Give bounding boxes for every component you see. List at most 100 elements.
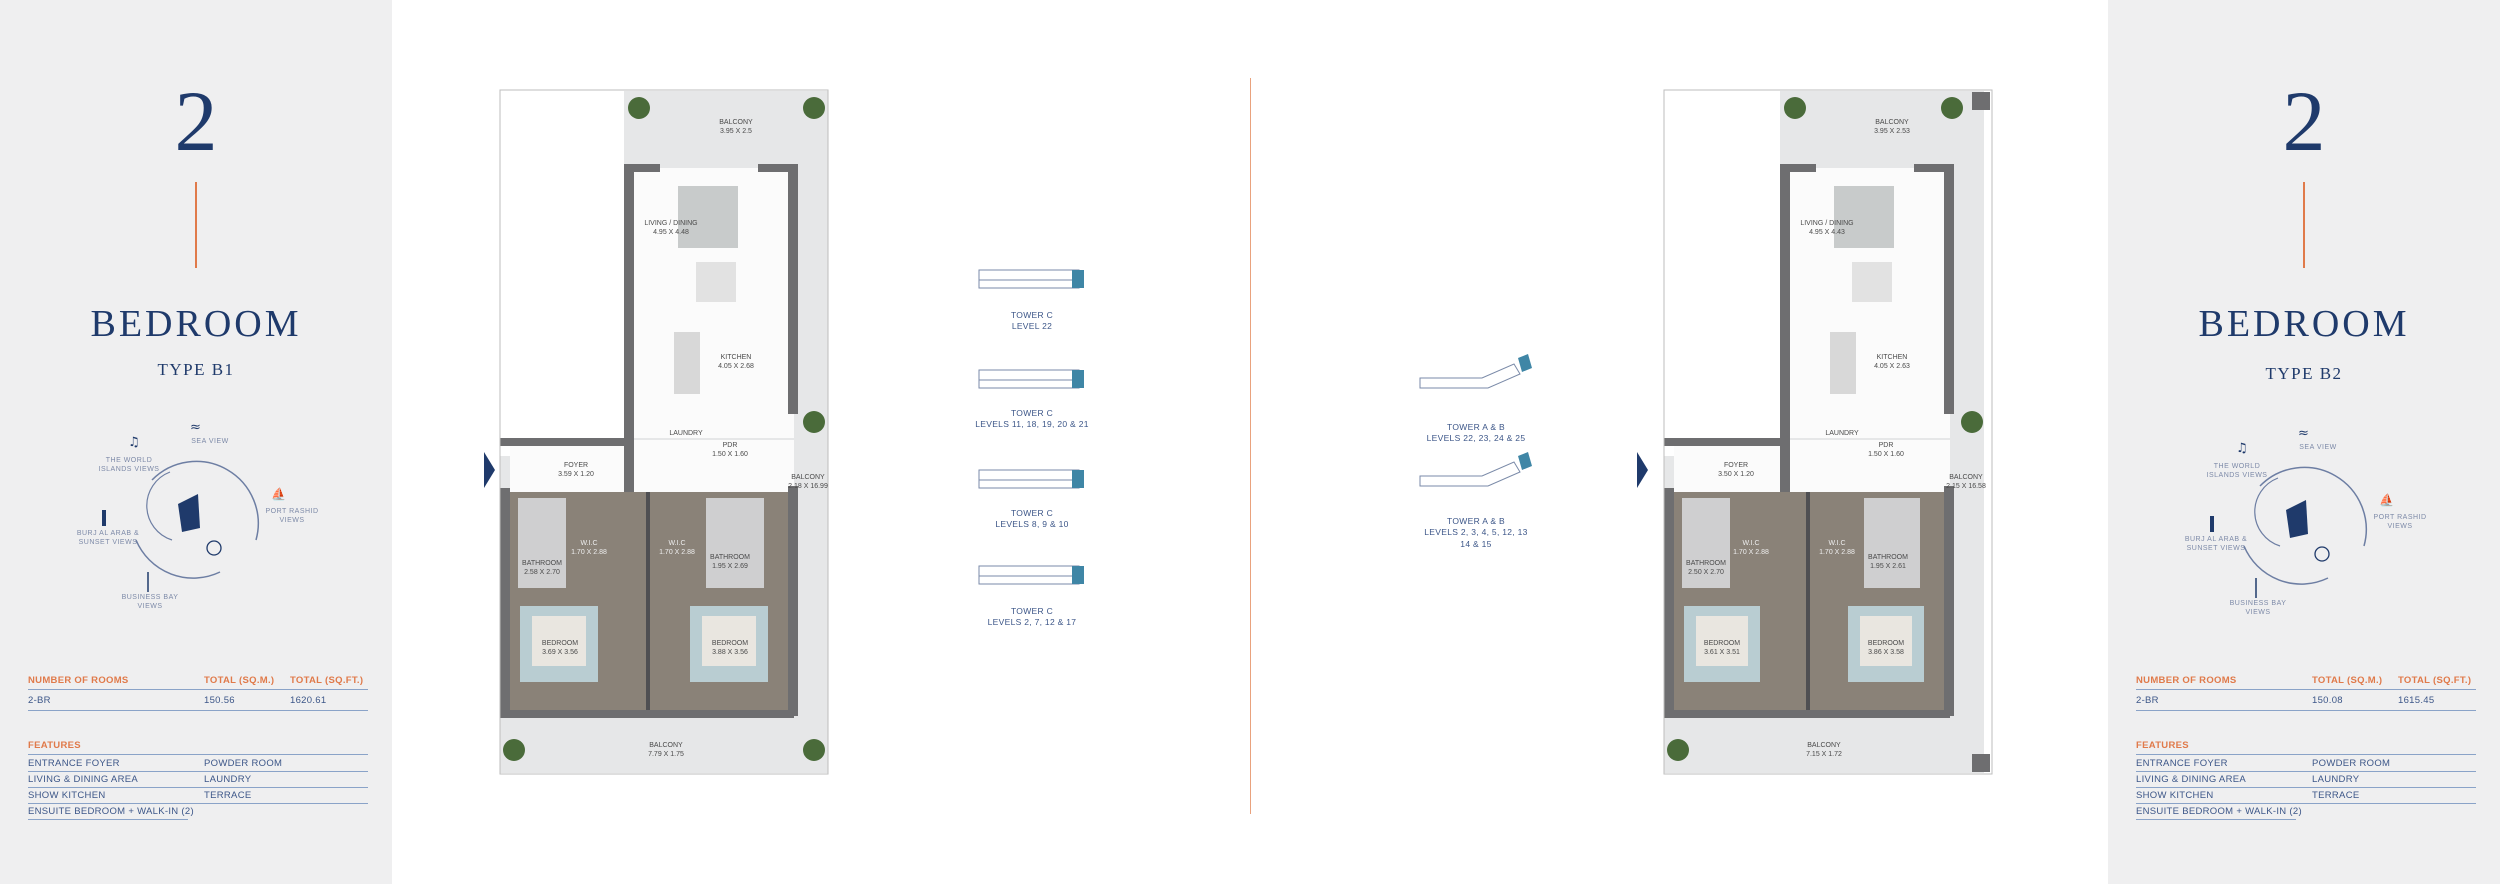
header-rooms: NUMBER OF ROOMS	[28, 675, 129, 686]
feature-item: LAUNDRY	[2312, 774, 2360, 785]
keyplan-graphic	[1419, 354, 1532, 389]
room-name: FOYER	[563, 462, 589, 469]
feature-item: ENSUITE BEDROOM + WALK-IN (2)	[28, 806, 194, 817]
room-size: 4.95 X 4.43	[1809, 228, 1845, 236]
room-name: BALCONY	[649, 742, 683, 749]
room-name: BATHROOM	[522, 560, 562, 567]
keyplan-tower: TOWER C	[1010, 508, 1054, 518]
feature-item: LIVING & DINING AREA	[28, 774, 138, 785]
room-size: 7.79 X 1.75	[648, 750, 684, 758]
header-sqm: TOTAL (SQ.M.)	[2312, 675, 2383, 686]
svg-text:♫: ♫	[2236, 441, 2248, 456]
room-size: 2.50 X 2.70	[1688, 568, 1724, 576]
features-rule	[2136, 754, 2476, 755]
features-rule	[28, 787, 368, 788]
unit-type: TYPE B2	[2265, 364, 2343, 383]
view-burj-al-arab: BURJ AL ARAB & SUNSET VIEWS	[76, 530, 140, 546]
keyplan-levels: LEVELS 22, 23, 24 & 25	[1426, 433, 1526, 444]
keyplan-levels: LEVELS 2, 3, 4, 5, 12, 13	[1424, 527, 1528, 538]
room-size: 1.50 X 1.60	[1868, 450, 1904, 458]
feature-item: ENTRANCE FOYER	[2136, 758, 2228, 769]
room-size: 3.86 X 3.58	[1868, 648, 1904, 656]
feature-item: SHOW KITCHEN	[28, 790, 106, 801]
value-rooms: 2-BR	[28, 695, 51, 706]
keyplan-graphic	[978, 469, 1084, 489]
views-diagram: ♫ ≈ ⛵ THE WORLD ISLANDS VIEWS SEA VIEW P…	[2168, 426, 2440, 626]
header-sqm: TOTAL (SQ.M.)	[204, 675, 275, 686]
room-name: BEDROOM	[711, 640, 749, 647]
keyplan-graphic	[978, 269, 1084, 289]
feature-item: LIVING & DINING AREA	[2136, 774, 2246, 785]
room-name: BALCONY	[791, 474, 825, 481]
views-compass-graphic: ♫ ≈ ⛵	[2210, 426, 2394, 598]
room-name: PDR	[1878, 442, 1894, 449]
unit-title: BEDROOM	[2198, 303, 2410, 345]
svg-text:⛵: ⛵	[2379, 493, 2394, 507]
room-size: 1.95 X 2.69	[712, 562, 748, 570]
floor-plan-b2-drawing	[1663, 89, 1993, 775]
info-panel-b1: 2 BEDROOM TYPE B1 ♫ ≈ ⛵ THE WORLD ISLAND…	[0, 0, 392, 884]
feature-item: LAUNDRY	[204, 774, 252, 785]
room-name: BALCONY	[1949, 474, 1983, 481]
room-name: BALCONY	[1875, 119, 1909, 126]
room-size: 4.05 X 2.63	[1874, 362, 1910, 370]
label-laundry: LAUNDRY	[669, 430, 703, 437]
value-sqm: 150.08	[2312, 695, 2343, 706]
room-size: 1.95 X 2.61	[1870, 562, 1906, 570]
keyplan-tower: TOWER C	[1010, 310, 1054, 320]
room-name: BALCONY	[1807, 742, 1841, 749]
view-world-islands: THE WORLD ISLANDS VIEWS	[98, 457, 160, 473]
room-name: BATHROOM	[710, 554, 750, 561]
view-burj-al-arab: BURJ AL ARAB & SUNSET VIEWS	[2184, 536, 2248, 552]
room-size: 2.15 X 16.58	[1946, 482, 1986, 490]
views-compass-graphic: ♫ ≈ ⛵	[102, 420, 286, 592]
feature-item: POWDER ROOM	[2312, 758, 2391, 769]
keyplan-tower: TOWER C	[1010, 408, 1054, 418]
room-name: LIVING / DINING	[644, 220, 698, 227]
center-divider	[1250, 78, 1251, 814]
bedroom-count: 2	[2282, 73, 2326, 169]
room-name: BEDROOM	[1867, 640, 1905, 647]
keyplan-graphic	[978, 565, 1084, 585]
room-size: 7.15 X 1.72	[1806, 750, 1842, 758]
keyplan-graphic	[1419, 452, 1532, 487]
value-rooms: 2-BR	[2136, 695, 2159, 706]
views-diagram: ♫ ≈ ⛵ THE WORLD ISLANDS VIEWS SEA VIEW P…	[60, 420, 332, 620]
feature-item: SHOW KITCHEN	[2136, 790, 2214, 801]
room-name: FOYER	[1723, 462, 1749, 469]
room-name: BEDROOM	[1703, 640, 1741, 647]
room-name: BALCONY	[719, 119, 753, 126]
features-title: FEATURES	[28, 740, 81, 751]
room-size: 2.58 X 2.70	[524, 568, 560, 576]
room-name: W.I.C	[668, 540, 686, 547]
features-rule	[2136, 819, 2296, 820]
room-size: 3.95 X 2.53	[1874, 127, 1910, 135]
view-business-bay: BUSINESS BAY VIEWS	[2229, 600, 2287, 616]
svg-text:≈: ≈	[2298, 426, 2309, 441]
room-size: 1.70 X 2.88	[571, 548, 607, 556]
feature-item: TERRACE	[2312, 790, 2360, 801]
room-size: 1.70 X 2.88	[1819, 548, 1855, 556]
keyplan-levels: LEVEL 22	[1011, 321, 1053, 332]
features-rule	[28, 754, 368, 755]
keyplan-levels: LEVELS 8, 9 & 10	[995, 519, 1069, 530]
room-size: 3.59 X 1.20	[558, 470, 594, 478]
